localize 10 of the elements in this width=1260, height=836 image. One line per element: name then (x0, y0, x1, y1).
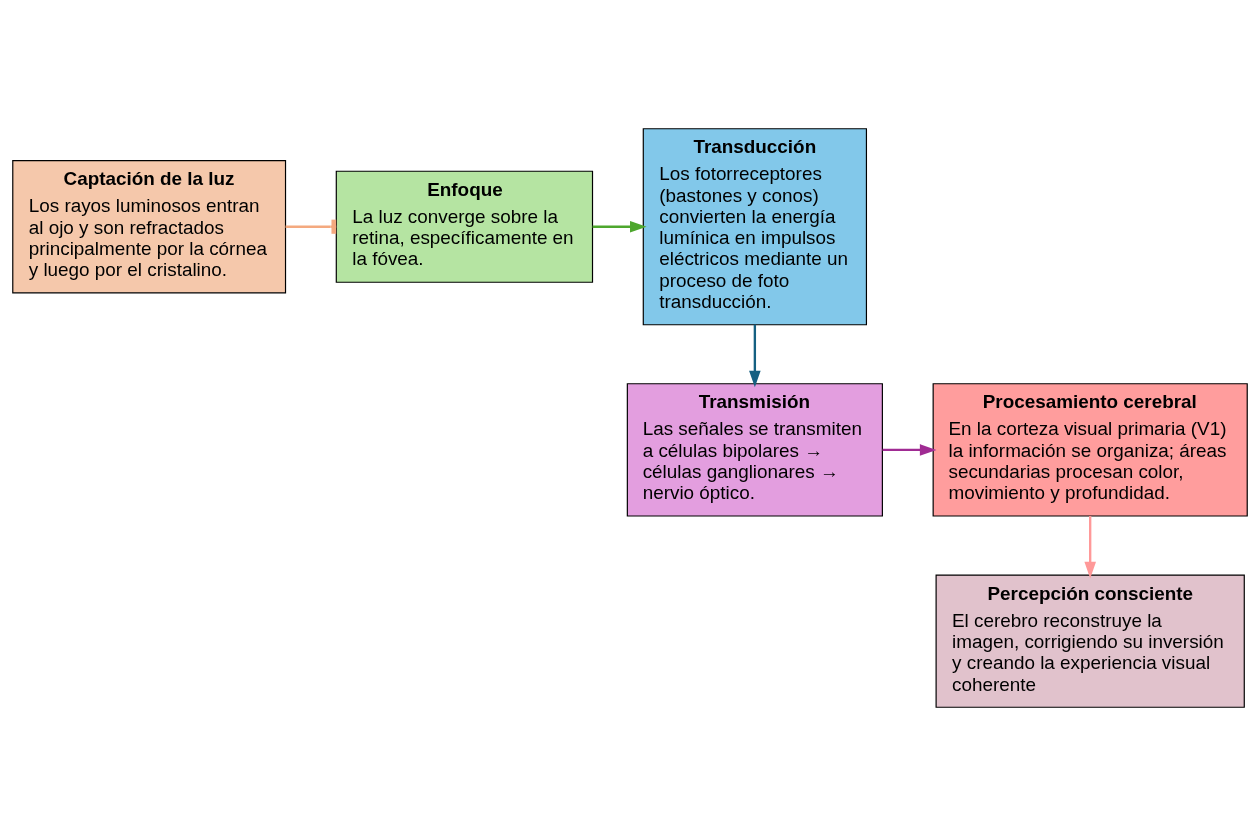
arrow (882, 444, 937, 456)
node-box: Transducción Los fotorreceptores (bastones y conos) convierten la energía lumínica en impulsos eléctricos mediante un proceso de foto transducción. (642, 128, 868, 326)
arrow (1084, 516, 1096, 579)
arrow (592, 220, 647, 233)
arrow (749, 324, 761, 388)
node-box: Percepción consciente El cerebro reconstruye la imagen, corrigiendo su inversión y creando la experiencia visual coherente (935, 574, 1245, 708)
node-box: Procesamiento cerebral En la corteza visual primaria (V1) la información se organiza; áreas secundarias procesan color, movimiento y profundidad. (932, 383, 1248, 517)
node-box: Enfoque La luz converge sobre la retina, específicamente en la fóvea. (335, 170, 594, 283)
node-box: Captación de la luz Los rayos luminosos entran al ojo y son refractados principalmente por la córnea y luego por el cristalino. (12, 160, 287, 294)
node-box: Transmisión Las señales se transmiten a células bipolares → células ganglionares → nervio óptico. (626, 383, 883, 517)
